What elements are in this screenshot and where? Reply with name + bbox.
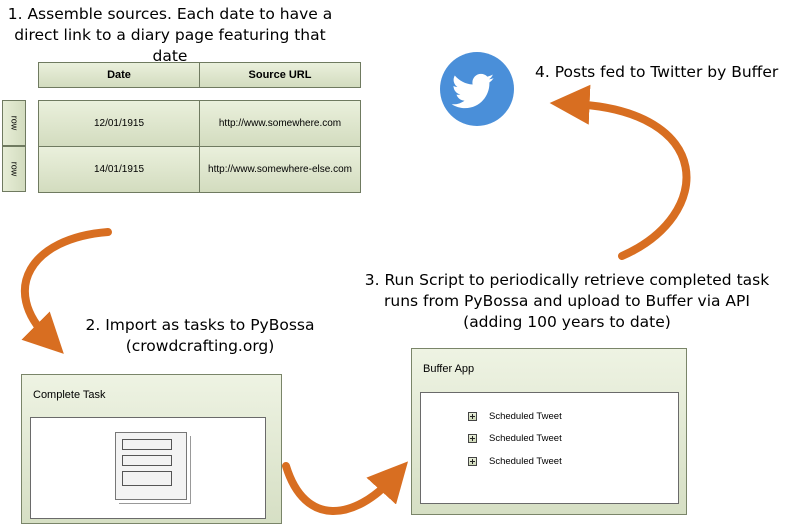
scheduled-tweet-label: Scheduled Tweet [489,411,562,422]
step2-line2: (crowdcrafting.org) [125,337,275,355]
form-field [122,471,172,486]
step1-line1: 1. Assemble sources. Each date to have a [7,5,333,23]
list-item: Scheduled Tweet [468,456,562,467]
step3-line3: (adding 100 years to date) [463,313,671,331]
buffer-app-body: Scheduled Tweet Scheduled Tweet Schedule… [420,392,679,504]
complete-task-panel: Complete Task [21,374,282,524]
list-item: Scheduled Tweet [468,433,562,444]
table-cell-url: http://www.somewhere-else.com [199,146,361,193]
step4-label: 4. Posts fed to Twitter by Buffer [535,63,779,81]
form-field [122,455,172,466]
step2-label: 2. Import as tasks to PyBossa (crowdcraf… [70,315,330,357]
buffer-app-title: Buffer App [423,363,475,375]
arrow-step1-to-step2 [20,228,112,354]
complete-task-body [30,417,266,519]
plus-icon[interactable] [468,434,477,443]
buffer-app-panel: Buffer App Scheduled Tweet Scheduled Twe… [411,348,687,515]
arrow-step2-to-step3 [282,461,409,515]
plus-icon[interactable] [468,457,477,466]
scheduled-tweet-label: Scheduled Tweet [489,433,562,444]
step1-label: 1. Assemble sources. Each date to have a… [0,4,340,67]
form-field [122,439,172,450]
step3-label: 3. Run Script to periodically retrieve c… [352,270,782,333]
step3-line1: 3. Run Script to periodically retrieve c… [364,271,770,289]
table-header-url: Source URL [199,62,361,88]
step1-line2: direct link to a diary page featuring th… [14,26,326,65]
scheduled-list: Scheduled Tweet Scheduled Tweet Schedule… [468,411,668,491]
table-cell-date: 14/01/1915 [38,146,200,193]
table-header-date: Date [38,62,200,88]
plus-icon[interactable] [468,412,477,421]
task-form-icon [115,432,187,500]
table-cell-url: http://www.somewhere.com [199,100,361,147]
row-marker: row [2,146,26,192]
arrow-step3-to-step4 [549,84,691,260]
row-marker: row [2,100,26,146]
complete-task-title: Complete Task [33,389,106,401]
scheduled-tweet-label: Scheduled Tweet [489,456,562,467]
table-cell-date: 12/01/1915 [38,100,200,147]
twitter-bird-icon [440,52,514,126]
step2-line1: 2. Import as tasks to PyBossa [85,316,315,334]
step3-line2: runs from PyBossa and upload to Buffer v… [384,292,750,310]
list-item: Scheduled Tweet [468,411,562,422]
